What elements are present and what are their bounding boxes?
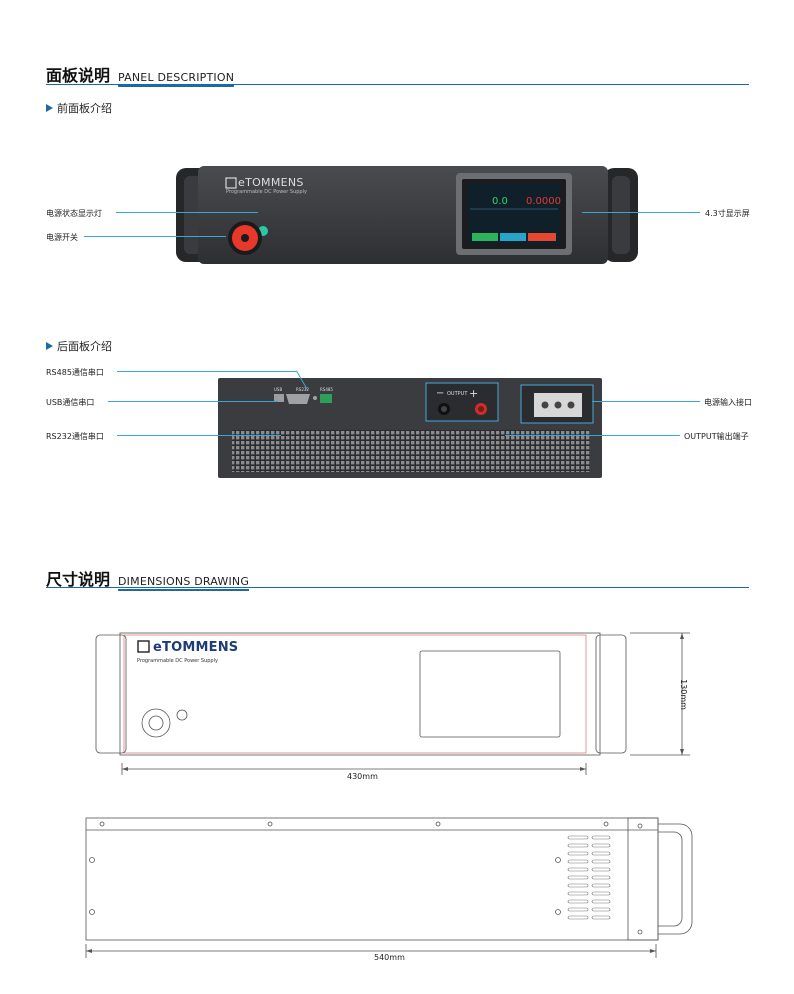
section-title-zh: 面板说明	[46, 66, 111, 85]
leader-screen	[582, 212, 700, 213]
rear-port-usb-label: USB	[274, 387, 283, 392]
dim-brand-subtitle: Programmable DC Power Supply	[137, 658, 218, 664]
section-divider	[46, 84, 749, 85]
front-dimension-drawing	[95, 632, 690, 775]
leader-power-indicator	[116, 212, 258, 213]
triangle-bullet-icon	[46, 104, 53, 112]
rear-port-rs232-label: RS232	[296, 387, 309, 392]
front-brand-subtitle: Programmable DC Power Supply	[226, 189, 307, 195]
label-usb: USB通信串口	[46, 398, 95, 407]
rear-output-text: OUTPUT	[447, 391, 468, 397]
dim-brand-logo: eTOMMENS	[153, 640, 239, 655]
rear-panel-subtitle: 后面板介绍	[46, 338, 112, 354]
rear-port-rs485-label: RS485	[320, 387, 333, 392]
leader-output	[505, 435, 680, 436]
rear-output-plus: +	[469, 387, 479, 400]
leader-power-switch	[84, 236, 226, 237]
lcd-current-readout: 0.0000	[526, 196, 561, 207]
triangle-bullet-icon	[46, 342, 53, 350]
section-divider	[46, 587, 749, 588]
label-power-indicator: 电源状态显示灯	[46, 209, 102, 218]
label-rs485: RS485通信串口	[46, 368, 104, 377]
rear-panel-subtitle-text: 后面板介绍	[57, 340, 112, 353]
section-title-en: DIMENSIONS DRAWING	[118, 575, 250, 591]
leader-usb	[108, 401, 278, 402]
label-power-switch: 电源开关	[46, 233, 78, 242]
dim-width-label: 430mm	[347, 772, 378, 781]
front-panel-illustration	[176, 166, 638, 264]
section-title-dimensions: 尺寸说明 DIMENSIONS DRAWING	[46, 566, 250, 591]
front-panel-subtitle-text: 前面板介绍	[57, 102, 112, 115]
leader-rs232	[117, 435, 281, 436]
label-rs232: RS232通信串口	[46, 432, 104, 441]
dim-height-label: 130mm	[678, 679, 688, 710]
leader-power-input	[592, 401, 700, 402]
side-dimension-drawing	[85, 817, 693, 958]
front-brand-logo: eTOMMENS	[238, 176, 304, 189]
rear-output-minus: −	[436, 388, 445, 399]
leader-rs485	[117, 371, 297, 372]
label-power-input: 电源输入接口	[704, 398, 752, 407]
section-title-panel: 面板说明 PANEL DESCRIPTION	[46, 62, 235, 87]
lcd-voltage-readout: 0.0	[492, 196, 508, 207]
section-title-zh: 尺寸说明	[46, 570, 111, 589]
dim-length-label: 540mm	[374, 953, 405, 962]
label-output: OUTPUT输出端子	[684, 432, 749, 441]
rear-panel-illustration	[218, 378, 602, 478]
front-panel-subtitle: 前面板介绍	[46, 100, 112, 116]
section-title-en: PANEL DESCRIPTION	[118, 71, 235, 87]
label-screen: 4.3寸显示屏	[705, 209, 750, 218]
